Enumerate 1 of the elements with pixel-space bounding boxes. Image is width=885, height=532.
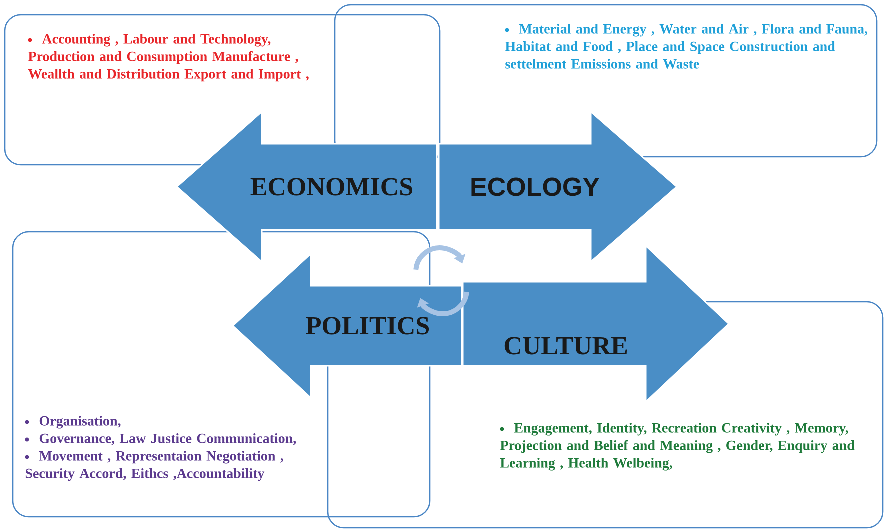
cycle-arrows-icon: [414, 246, 470, 316]
